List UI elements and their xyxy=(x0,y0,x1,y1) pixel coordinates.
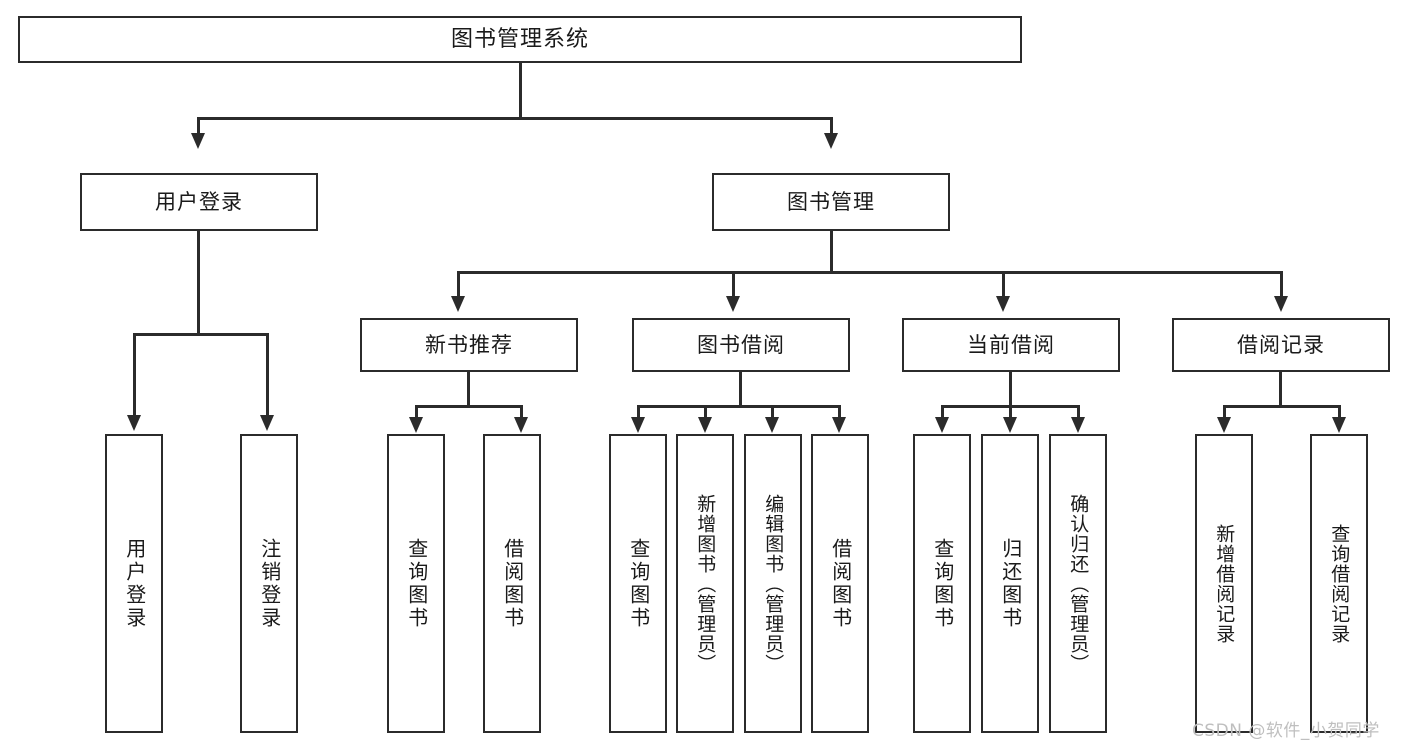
node-leaf-query-book-3-label: 查询图书 xyxy=(930,537,955,630)
node-borrow-record[interactable]: 借阅记录 xyxy=(1172,318,1390,372)
node-new-book-recommend[interactable]: 新书推荐 xyxy=(360,318,578,372)
node-borrow-record-label: 借阅记录 xyxy=(1237,332,1325,357)
connector-level2-bus xyxy=(197,117,833,120)
node-leaf-edit-book[interactable]: 编辑图书（管理员） xyxy=(744,434,802,733)
node-leaf-query-book-3[interactable]: 查询图书 xyxy=(913,434,971,733)
connector-level2-drop-book-manage xyxy=(830,117,833,137)
connector-book-borrow-bus xyxy=(637,405,840,408)
arrowhead-book-manage xyxy=(824,133,838,149)
node-current-borrow[interactable]: 当前借阅 xyxy=(902,318,1120,372)
node-leaf-add-book[interactable]: 新增图书（管理员） xyxy=(676,434,734,733)
arrowhead-leaf-user-login xyxy=(127,415,141,431)
connector-level3-bus xyxy=(457,271,1283,274)
connector-new-book-drop-2 xyxy=(520,405,523,419)
arrowhead-leaf-edit-book xyxy=(765,417,779,433)
connector-level3-drop-3 xyxy=(1002,271,1005,299)
arrowhead-leaf-add-book xyxy=(698,417,712,433)
node-book-borrow[interactable]: 图书借阅 xyxy=(632,318,850,372)
node-leaf-query-record-label: 查询借阅记录 xyxy=(1328,523,1351,644)
node-leaf-borrow-book-2[interactable]: 借阅图书 xyxy=(811,434,869,733)
connector-user-login-drop-1 xyxy=(133,333,136,417)
csdn-watermark: CSDN @软件_小贺同学 xyxy=(1192,721,1380,741)
node-leaf-edit-book-label: 编辑图书（管理员） xyxy=(762,493,785,674)
connector-user-login-drop-2 xyxy=(266,333,269,417)
node-new-book-recommend-label: 新书推荐 xyxy=(425,332,513,357)
node-leaf-logout-login[interactable]: 注销登录 xyxy=(240,434,298,733)
connector-book-borrow-drop-3 xyxy=(771,405,774,419)
node-leaf-query-record[interactable]: 查询借阅记录 xyxy=(1310,434,1368,733)
arrowhead-leaf-query-book-2 xyxy=(631,417,645,433)
node-leaf-user-login-label: 用户登录 xyxy=(122,537,147,630)
arrowhead-book-borrow xyxy=(726,296,740,312)
connector-new-book-drop-1 xyxy=(415,405,418,419)
connector-book-borrow-drop-4 xyxy=(838,405,841,419)
node-root-book-management-system[interactable]: 图书管理系统 xyxy=(18,16,1022,63)
arrowhead-user-login xyxy=(191,133,205,149)
arrowhead-leaf-query-book-3 xyxy=(935,417,949,433)
node-book-management[interactable]: 图书管理 xyxy=(712,173,950,231)
arrowhead-leaf-borrow-book-1 xyxy=(514,417,528,433)
connector-borrow-record-stem xyxy=(1279,372,1282,408)
connector-current-borrow-drop-1 xyxy=(941,405,944,419)
connector-current-borrow-drop-3 xyxy=(1077,405,1080,419)
node-book-borrow-label: 图书借阅 xyxy=(697,332,785,357)
connector-level3-drop-1 xyxy=(457,271,460,299)
arrowhead-leaf-confirm-return xyxy=(1071,417,1085,433)
node-leaf-return-book-label: 归还图书 xyxy=(998,537,1023,630)
node-user-login[interactable]: 用户登录 xyxy=(80,173,318,231)
node-root-label: 图书管理系统 xyxy=(450,26,589,52)
arrowhead-leaf-borrow-book-2 xyxy=(832,417,846,433)
node-user-login-label: 用户登录 xyxy=(155,189,243,214)
connector-borrow-record-drop-2 xyxy=(1338,405,1341,419)
connector-root-stem xyxy=(519,63,522,119)
connector-user-login-stem xyxy=(197,231,200,335)
node-leaf-return-book[interactable]: 归还图书 xyxy=(981,434,1039,733)
arrowhead-current-borrow xyxy=(996,296,1010,312)
arrowhead-leaf-return-book xyxy=(1003,417,1017,433)
connector-borrow-record-bus xyxy=(1223,405,1341,408)
connector-current-borrow-stem xyxy=(1009,372,1012,408)
connector-book-borrow-stem xyxy=(739,372,742,408)
node-leaf-add-record[interactable]: 新增借阅记录 xyxy=(1195,434,1253,733)
connector-level3-drop-4 xyxy=(1280,271,1283,299)
node-leaf-query-book-1-label: 查询图书 xyxy=(404,537,429,630)
arrowhead-new-book-recommend xyxy=(451,296,465,312)
connector-book-borrow-drop-1 xyxy=(637,405,640,419)
connector-book-manage-stem xyxy=(830,231,833,274)
connector-user-login-bus xyxy=(133,333,268,336)
node-leaf-add-record-label: 新增借阅记录 xyxy=(1213,523,1236,644)
node-leaf-query-book-2[interactable]: 查询图书 xyxy=(609,434,667,733)
node-leaf-borrow-book-1-label: 借阅图书 xyxy=(500,537,525,630)
node-leaf-query-book-1[interactable]: 查询图书 xyxy=(387,434,445,733)
node-leaf-borrow-book-1[interactable]: 借阅图书 xyxy=(483,434,541,733)
connector-level3-drop-2 xyxy=(732,271,735,299)
connector-level2-drop-user-login xyxy=(197,117,200,137)
arrowhead-borrow-record xyxy=(1274,296,1288,312)
node-leaf-user-login[interactable]: 用户登录 xyxy=(105,434,163,733)
connector-book-borrow-drop-2 xyxy=(704,405,707,419)
node-leaf-add-book-label: 新增图书（管理员） xyxy=(694,493,717,674)
arrowhead-leaf-query-record xyxy=(1332,417,1346,433)
node-leaf-confirm-return-label: 确认归还（管理员） xyxy=(1067,493,1090,674)
node-book-management-label: 图书管理 xyxy=(787,189,875,214)
connector-borrow-record-drop-1 xyxy=(1223,405,1226,419)
arrowhead-leaf-add-record xyxy=(1217,417,1231,433)
node-current-borrow-label: 当前借阅 xyxy=(967,332,1055,357)
node-leaf-borrow-book-2-label: 借阅图书 xyxy=(828,537,853,630)
node-leaf-logout-login-label: 注销登录 xyxy=(257,537,282,630)
node-leaf-query-book-2-label: 查询图书 xyxy=(626,537,651,630)
arrowhead-leaf-logout-login xyxy=(260,415,274,431)
node-leaf-confirm-return[interactable]: 确认归还（管理员） xyxy=(1049,434,1107,733)
arrowhead-leaf-query-book-1 xyxy=(409,417,423,433)
connector-current-borrow-drop-2 xyxy=(1009,405,1012,419)
connector-new-book-bus xyxy=(415,405,523,408)
connector-new-book-stem xyxy=(467,372,470,408)
